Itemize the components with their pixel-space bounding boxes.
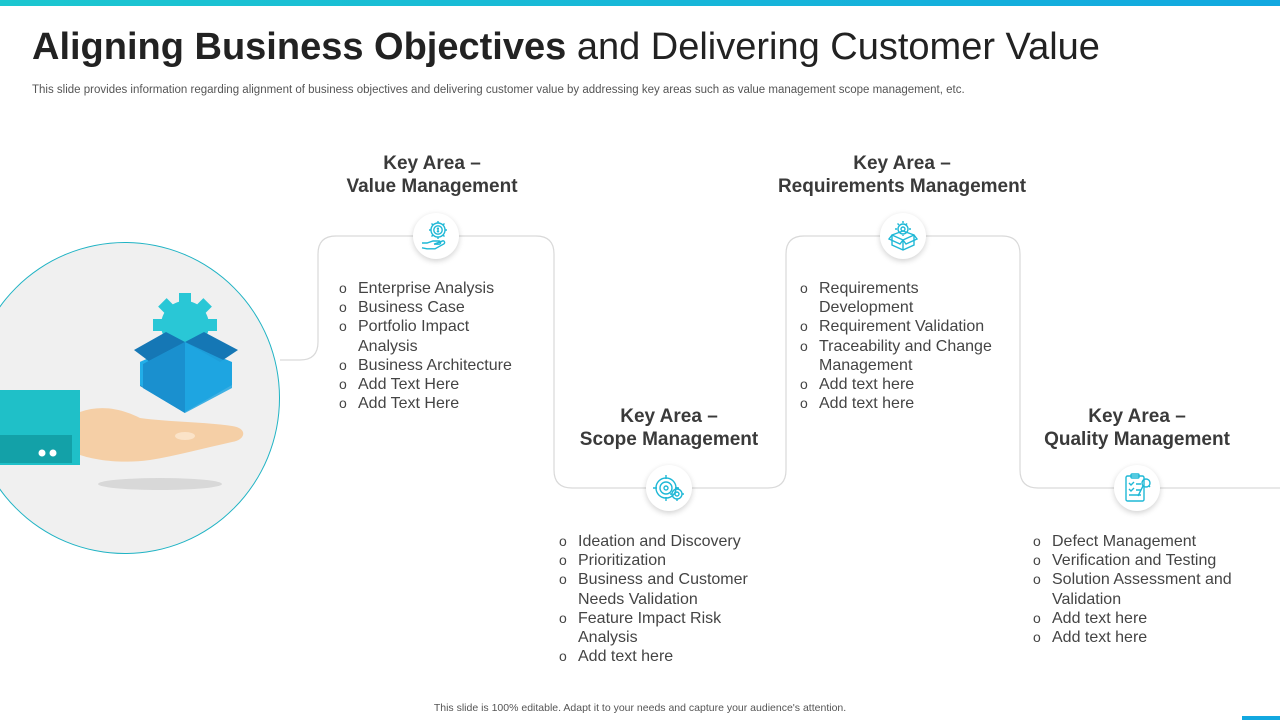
heading-requirements-management: Key Area – Requirements Management (762, 152, 1042, 198)
list-item: Prioritization (559, 551, 759, 570)
list-item: Enterprise Analysis (339, 279, 539, 298)
list-item: Add text here (800, 375, 1005, 394)
scope-management-badge (646, 465, 692, 511)
list-item: Add text here (1033, 609, 1248, 628)
list-item: Add Text Here (339, 394, 539, 413)
page-title: Aligning Business Objectives and Deliver… (32, 26, 1100, 69)
footer-note: This slide is 100% editable. Adapt it to… (433, 702, 847, 714)
quality-management-list: Defect Management Verification and Testi… (1033, 532, 1248, 647)
clipboard-check-icon (1125, 473, 1151, 502)
title-bold: Aligning Business Objectives (32, 26, 567, 68)
list-item: Feature Impact Risk Analysis (559, 609, 728, 647)
list-item: Solution Assessment and Validation (1033, 570, 1252, 608)
target-gear-icon (653, 475, 684, 501)
bottom-accent-bar (1242, 716, 1280, 720)
heading-line2: Value Management (346, 176, 518, 197)
quality-management-badge (1114, 465, 1160, 511)
list-item: Portfolio Impact Analysis (339, 317, 488, 355)
requirements-management-badge (880, 213, 926, 259)
heading-value-management: Key Area – Value Management (322, 152, 542, 198)
dollar-gear-hand-icon (421, 221, 447, 250)
list-item: Verification and Testing (1033, 551, 1248, 570)
scope-management-list: Ideation and Discovery Prioritization Bu… (559, 532, 759, 667)
heading-line2: Scope Management (579, 429, 759, 450)
list-item: Requirement Validation (800, 317, 1005, 336)
list-item: Add text here (800, 394, 1005, 413)
list-item: Business Architecture (339, 356, 539, 375)
heading-line1: Key Area – (620, 406, 718, 427)
list-item: Add text here (559, 647, 759, 666)
heading-quality-management: Key Area – Quality Management (1022, 405, 1252, 451)
heading-line1: Key Area – (1088, 406, 1186, 427)
list-item: Business and Customer Needs Validation (559, 570, 753, 608)
top-accent-bar (0, 0, 1280, 6)
list-item: Add Text Here (339, 375, 539, 394)
heading-line1: Key Area – (383, 153, 481, 174)
value-management-badge (413, 213, 459, 259)
gear-box-icon (887, 221, 919, 251)
list-item: Traceability and Change Management (800, 337, 1014, 375)
list-item: Add text here (1033, 628, 1248, 647)
title-light: and Delivering Customer Value (576, 26, 1100, 68)
heading-line2: Requirements Management (777, 176, 1027, 197)
list-item: Business Case (339, 298, 539, 317)
heading-scope-management: Key Area – Scope Management (559, 405, 779, 451)
value-management-list: Enterprise Analysis Business Case Portfo… (339, 279, 539, 414)
page-subtitle: This slide provides information regardin… (32, 84, 965, 96)
list-item: Defect Management (1033, 532, 1248, 551)
heading-line2: Quality Management (1044, 429, 1230, 450)
hand-holding-box-icon (0, 293, 244, 490)
list-item: Requirements Development (800, 279, 939, 317)
list-item: Ideation and Discovery (559, 532, 759, 551)
requirements-management-list: Requirements Development Requirement Val… (800, 279, 1005, 414)
heading-line1: Key Area – (853, 153, 951, 174)
